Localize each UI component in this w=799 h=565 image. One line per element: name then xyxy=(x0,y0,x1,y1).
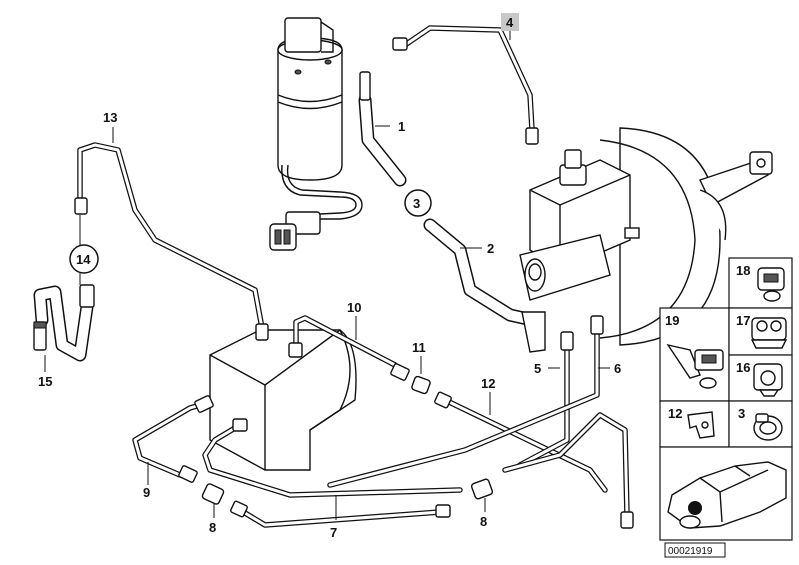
brake-line-12 xyxy=(434,391,608,493)
brake-line-7 xyxy=(202,418,463,528)
callout-leaders xyxy=(44,30,610,520)
image-code-box: 00021919 xyxy=(664,542,726,558)
clip-16-icon xyxy=(753,363,783,397)
callout-4: 4 xyxy=(506,15,514,30)
callout-3-circle: 3 xyxy=(404,189,432,217)
master-cylinder xyxy=(519,149,640,301)
brake-line-4 xyxy=(392,25,539,145)
clip-19-icon xyxy=(666,343,724,389)
brake-line-13 xyxy=(74,142,269,341)
panel-label-16: 16 xyxy=(736,360,750,375)
clip-18-icon xyxy=(757,267,785,302)
brake-line-6b xyxy=(502,412,634,529)
brake-booster xyxy=(599,127,773,346)
callout-10: 10 xyxy=(347,300,361,315)
union-8-left xyxy=(201,483,225,505)
clip-17-icon xyxy=(750,317,788,349)
callout-6: 6 xyxy=(614,361,621,376)
panel-label-12: 12 xyxy=(668,406,682,421)
brake-hose-15 xyxy=(33,284,95,362)
callout-8-left: 8 xyxy=(209,520,216,535)
car-silhouette-icon xyxy=(667,461,787,529)
panel-label-3: 3 xyxy=(738,406,745,421)
callout-12: 12 xyxy=(481,376,495,391)
panel-label-19: 19 xyxy=(665,313,679,328)
callout-14: 14 xyxy=(76,252,91,267)
union-11 xyxy=(411,375,431,395)
callout-7: 7 xyxy=(330,525,337,540)
callout-8-right: 8 xyxy=(480,514,487,529)
callout-1: 1 xyxy=(398,119,405,134)
pressure-accumulator xyxy=(269,17,363,251)
clamp-3-icon xyxy=(753,413,783,441)
bracket-12-icon xyxy=(687,411,715,439)
callout-3: 3 xyxy=(413,196,420,211)
callout-14-circle: 14 xyxy=(69,244,99,274)
brake-line-9 xyxy=(132,395,214,483)
brake-line-6 xyxy=(327,315,604,488)
callout-15: 15 xyxy=(38,374,52,389)
brake-hose-2 xyxy=(423,218,546,353)
callout-13: 13 xyxy=(103,110,117,125)
callout-2: 2 xyxy=(487,241,494,256)
callout-11: 11 xyxy=(412,340,426,355)
brake-line-10 xyxy=(288,315,410,381)
union-8-right xyxy=(470,478,494,500)
brake-hose-1 xyxy=(358,71,407,187)
panel-label-17: 17 xyxy=(736,313,750,328)
callout-5: 5 xyxy=(534,361,541,376)
hydraulic-unit xyxy=(209,329,357,471)
image-code: 00021919 xyxy=(668,546,713,557)
parts-panel: 18 19 17 16 12 3 xyxy=(659,257,793,541)
callout-4-box: 4 xyxy=(501,13,519,31)
brake-line-5 xyxy=(517,331,574,468)
panel-label-18: 18 xyxy=(736,263,750,278)
callout-9: 9 xyxy=(143,485,150,500)
